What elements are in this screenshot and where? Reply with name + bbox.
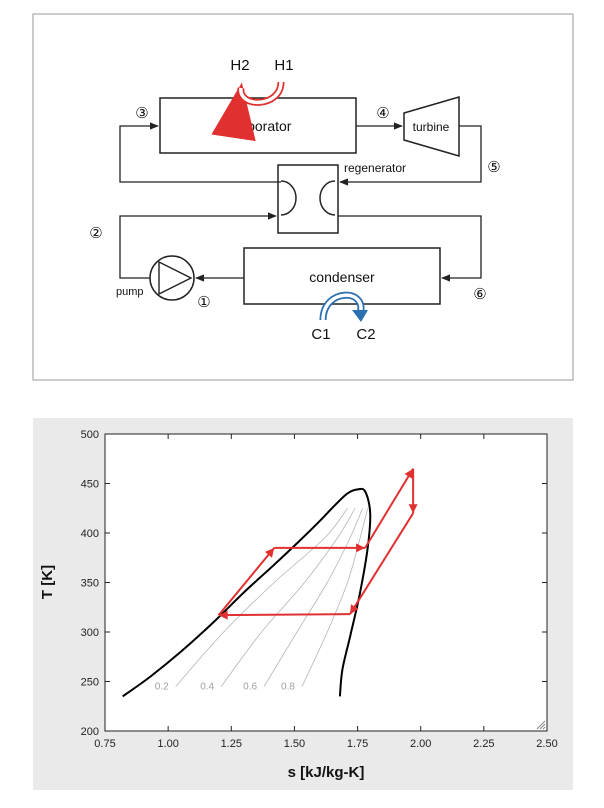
state-label-1: ① xyxy=(197,294,210,311)
evaporator-box xyxy=(159,97,357,154)
quality-line xyxy=(263,508,363,687)
hot-stream-arrow xyxy=(211,81,285,142)
cycle-arrowhead xyxy=(265,547,275,558)
state-label-6: ⑥ xyxy=(473,286,486,303)
quality-label: 0.4 xyxy=(200,681,214,692)
pipe-state-6 xyxy=(338,215,482,282)
y-tick-label: 450 xyxy=(81,479,99,491)
y-tick-label: 300 xyxy=(81,627,99,639)
y-tick-label: 400 xyxy=(81,528,99,540)
cycle-segment xyxy=(217,547,275,616)
cycle-arrowhead xyxy=(350,604,359,615)
x-tick-label: 1.75 xyxy=(347,738,368,750)
condenser-box xyxy=(243,247,441,305)
pipe-state-2 xyxy=(119,212,277,279)
state-label-4: ④ xyxy=(376,105,389,122)
quality-line xyxy=(175,508,348,687)
state-label-2: ② xyxy=(89,225,102,242)
y-tick-label: 250 xyxy=(81,677,99,689)
evaporator-label: evaporator xyxy=(225,118,292,134)
quality-line xyxy=(220,508,356,687)
resize-grip-icon xyxy=(536,720,546,730)
y-tick-label: 350 xyxy=(81,578,99,590)
hot-out-label: H2 xyxy=(230,57,249,74)
ts-chart: 0.75 1.00 1.25 1.50 1.75 2.00 2.25 2.50 200 250 30… xyxy=(33,418,573,790)
turbine-label: turbine xyxy=(413,120,450,134)
x-axis-label: s [kJ/kg-K] xyxy=(288,764,365,781)
cycle-schematic: evaporator turbine regenerator condenser… xyxy=(32,13,574,381)
x-tick-label: 1.50 xyxy=(284,738,305,750)
quality-line xyxy=(301,508,369,687)
x-tick-label: 1.00 xyxy=(157,738,178,750)
piping xyxy=(119,122,482,282)
y-tick-label: 200 xyxy=(81,726,99,738)
quality-label: 0.8 xyxy=(281,681,295,692)
pump-circle xyxy=(149,255,195,301)
cold-out-label: C2 xyxy=(356,326,375,343)
state-label-3: ③ xyxy=(135,105,148,122)
x-tick-label: 2.00 xyxy=(410,738,431,750)
x-tick-label: 1.25 xyxy=(221,738,242,750)
regenerator-label: regenerator xyxy=(344,161,406,175)
cycle-segment xyxy=(364,468,414,549)
cycle-segment xyxy=(218,613,351,617)
regenerator-right-chamber xyxy=(319,180,336,216)
state-label-5: ⑤ xyxy=(487,159,500,176)
condenser-label: condenser xyxy=(309,269,375,285)
turbine-shape xyxy=(403,96,460,157)
cycle-arrowhead xyxy=(404,468,414,479)
y-axis-label: T [K] xyxy=(39,565,56,599)
y-tick-label: 500 xyxy=(81,429,99,441)
cycle-segment xyxy=(349,512,414,615)
cycle-arrowhead xyxy=(408,504,418,514)
chart-layer: 0.75 1.00 1.25 1.50 1.75 2.00 2.25 2.50 200 250 30… xyxy=(81,429,558,750)
pipe-state-3 xyxy=(119,122,281,183)
x-tick-label: 2.25 xyxy=(473,738,494,750)
pipe-state-5 xyxy=(339,125,482,186)
quality-label: 0.2 xyxy=(155,681,169,692)
hot-in-label: H1 xyxy=(274,57,293,74)
plot-area xyxy=(104,433,548,732)
cycle-arrowhead xyxy=(218,610,228,620)
cold-stream-arrow xyxy=(319,291,368,322)
x-tick-label: 0.75 xyxy=(94,738,115,750)
cold-in-label: C1 xyxy=(311,326,330,343)
quality-label: 0.6 xyxy=(243,681,257,692)
pump-triangle xyxy=(158,260,193,296)
pump-label: pump xyxy=(116,286,144,298)
x-tick-label: 2.50 xyxy=(536,738,557,750)
regenerator-left-chamber xyxy=(280,180,297,216)
regenerator-box xyxy=(277,164,339,234)
saturation-dome xyxy=(122,487,372,698)
cycle-arrowhead xyxy=(356,543,366,553)
